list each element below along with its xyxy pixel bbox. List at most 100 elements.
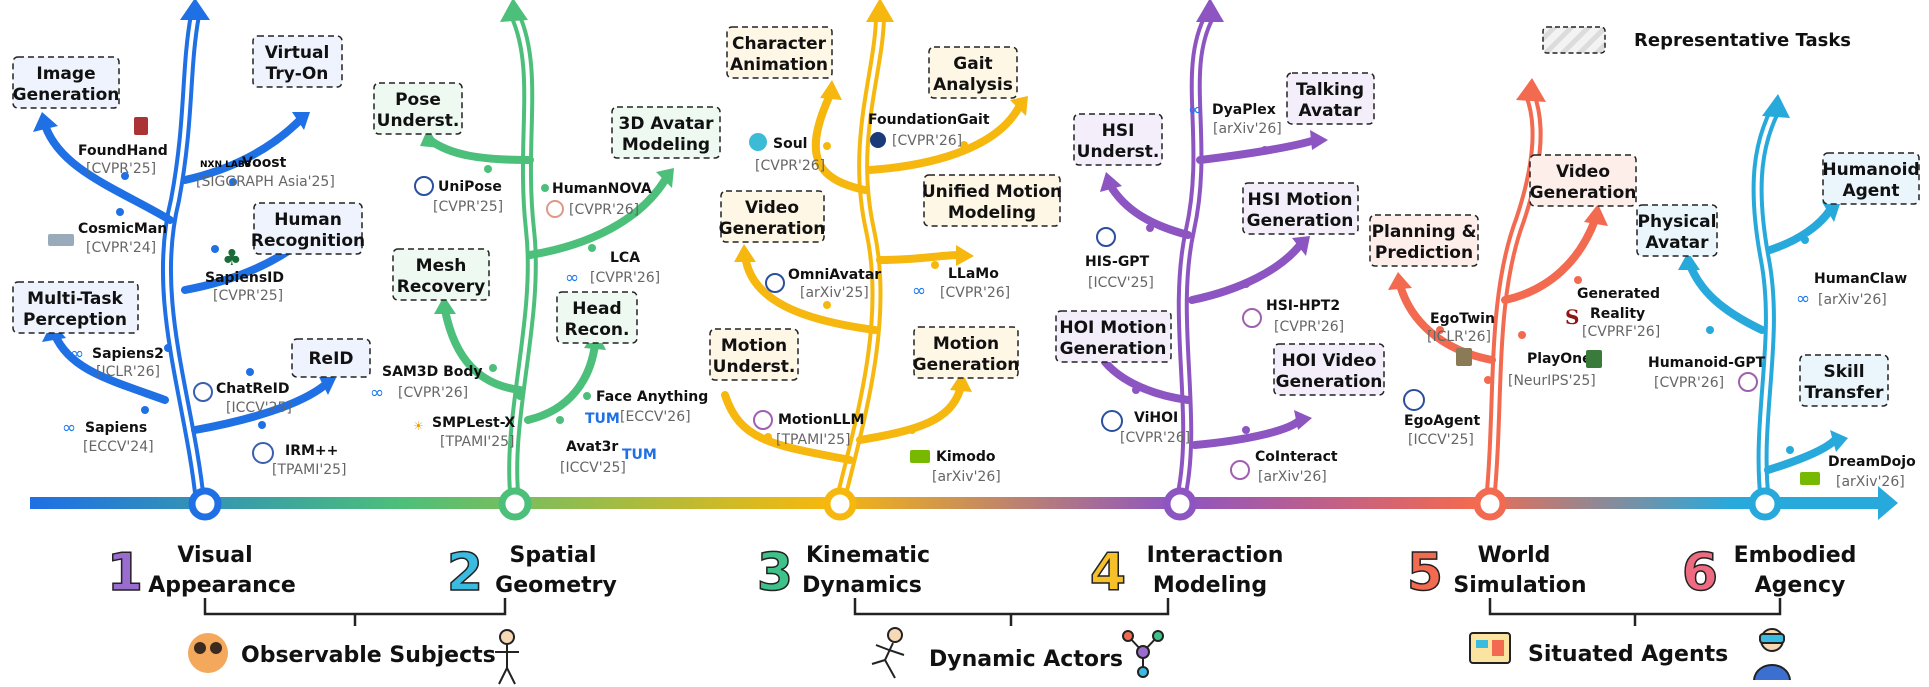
- brace-observable-subjects: [203, 598, 507, 626]
- utokyo-logo-icon: ☀: [413, 419, 424, 433]
- svg-text:[CVPR'25]: [CVPR'25]: [213, 288, 283, 304]
- svg-text:IRM++: IRM++: [285, 443, 338, 459]
- svg-text:Situated Agents: Situated Agents: [1528, 642, 1728, 667]
- svg-text:Avat3r: Avat3r: [566, 439, 618, 455]
- model-irm: IRM++[TPAMI'25]: [252, 421, 346, 478]
- branch-arrowhead: [1584, 204, 1608, 226]
- stage-number-icon: 1: [107, 543, 143, 603]
- branch: [721, 391, 854, 464]
- branch-arrowhead: [434, 296, 456, 314]
- trunk-arrowhead: [866, 0, 894, 22]
- model-omniavatar: OmniAvatar[arXiv'25]: [765, 267, 881, 309]
- tree-spatial-geometry: [420, 0, 674, 521]
- tum-logo-icon: TUM: [585, 411, 620, 427]
- stage-node: [1473, 487, 1507, 521]
- model-labels: FoundHand [CVPR'25] Voost[SIGGRAPH Asia'2…: [48, 100, 1916, 490]
- branch-arrowhead: [33, 112, 58, 132]
- stage-number-icon: 5: [1407, 543, 1443, 603]
- university-seal-icon: [1096, 227, 1116, 247]
- model-smplest-x: ☀SMPLest-X[TPAMI'25]: [413, 392, 524, 450]
- university-crest-icon: [134, 117, 148, 135]
- branch-arrowhead: [1310, 130, 1328, 150]
- svg-text:[ICLR'26]: [ICLR'26]: [1427, 329, 1491, 345]
- trunk-highlight: [1178, 13, 1212, 504]
- svg-text:Planning &: Planning &: [1372, 222, 1477, 242]
- model-voost: Voost[SIGGRAPH Asia'25]NXN LABS: [196, 155, 335, 190]
- branch: [41, 121, 174, 224]
- branch: [526, 176, 669, 259]
- svg-text:SapiensID: SapiensID: [205, 270, 284, 286]
- model-foundationgait: FoundationGait[CVPR'26]: [868, 112, 990, 149]
- svg-text:Recon.: Recon.: [565, 320, 630, 340]
- stage-node: [188, 487, 222, 521]
- trunk-highlight: [838, 13, 882, 504]
- svg-text:Try-On: Try-On: [266, 64, 329, 84]
- university-seal-icon: [1230, 460, 1250, 480]
- vr-headset-person-icon: [1753, 628, 1791, 681]
- svg-text:Image: Image: [36, 64, 95, 84]
- svg-text:Agent: Agent: [1842, 181, 1899, 201]
- model-sapiens: ∞Sapiens[ECCV'24]: [62, 406, 154, 455]
- svg-text:[CVPR'26]: [CVPR'26]: [1274, 319, 1344, 335]
- svg-text:PlayOne: PlayOne: [1527, 351, 1592, 367]
- branch-arrowhead: [1678, 252, 1700, 270]
- svg-text:World: World: [1478, 543, 1551, 568]
- axis-arrowhead: [1878, 486, 1898, 520]
- branch: [1764, 436, 1839, 474]
- stage-number-icon: 2: [447, 543, 483, 603]
- branch-arrowhead: [1010, 96, 1028, 116]
- svg-text:Visual: Visual: [177, 543, 252, 568]
- branch: [1396, 281, 1496, 364]
- stage-node: [823, 487, 857, 521]
- svg-text:HOI Video: HOI Video: [1282, 351, 1377, 371]
- group-situated-agents: Situated Agents: [1469, 628, 1791, 681]
- svg-text:[arXiv'26]: [arXiv'26]: [1258, 469, 1327, 485]
- svg-text:Motion: Motion: [933, 334, 999, 354]
- meta-logo-icon: ∞: [1188, 100, 1202, 120]
- branch-arrowhead: [1294, 410, 1312, 430]
- svg-text:HSI Motion: HSI Motion: [1247, 190, 1352, 210]
- model-dyaplex: ∞DyaPlex[arXiv'26]: [1188, 100, 1282, 154]
- trunk-arrowhead: [180, 0, 210, 20]
- model-llamo: LLaMo∞[CVPR'26]: [912, 261, 1010, 301]
- svg-text:EgoTwin: EgoTwin: [1430, 311, 1495, 327]
- svg-text:FoundationGait: FoundationGait: [868, 112, 990, 128]
- model-humannova: HumanNOVA[CVPR'26]: [541, 181, 652, 218]
- model-unipose: UniPose[CVPR'25]: [414, 165, 503, 215]
- svg-text:FoundHand: FoundHand: [78, 143, 168, 159]
- university-seal-icon: [753, 410, 773, 430]
- branch: [51, 331, 169, 404]
- svg-text:Generation: Generation: [13, 85, 120, 105]
- branch: [1501, 216, 1599, 304]
- university-seal-icon: [193, 382, 213, 402]
- model-his-gpt: HIS-GPT[ICCV'25]: [1085, 224, 1154, 291]
- tree-embodied-agency: [1678, 94, 1848, 521]
- svg-text:LLaMo: LLaMo: [948, 266, 999, 282]
- svg-text:HumanClaw: HumanClaw: [1814, 271, 1907, 287]
- svg-text:Gait: Gait: [953, 54, 992, 74]
- trunk-arrowhead: [1516, 78, 1546, 102]
- branch: [1191, 416, 1304, 449]
- brace-dynamic-actors: [853, 598, 1170, 626]
- legend-swatch: [1542, 26, 1606, 54]
- branch-arrowhead: [656, 168, 674, 188]
- university-seal-icon: [1403, 389, 1425, 411]
- svg-text:[CVPR'26]: [CVPR'26]: [755, 158, 825, 174]
- svg-text:[TPAMI'25]: [TPAMI'25]: [776, 432, 850, 448]
- svg-text:HOI Motion: HOI Motion: [1059, 318, 1166, 338]
- svg-text:Recognition: Recognition: [251, 231, 365, 251]
- model-hsi-hpt2: HSI-HPT2[CVPR'26]: [1242, 280, 1344, 335]
- svg-text:Humanoid-GPT: Humanoid-GPT: [1648, 355, 1766, 371]
- meta-logo-icon: ∞: [912, 281, 926, 301]
- branch: [866, 101, 1024, 174]
- svg-text:[ECCV'24]: [ECCV'24]: [83, 439, 154, 455]
- stage-number-icon: 3: [757, 543, 793, 603]
